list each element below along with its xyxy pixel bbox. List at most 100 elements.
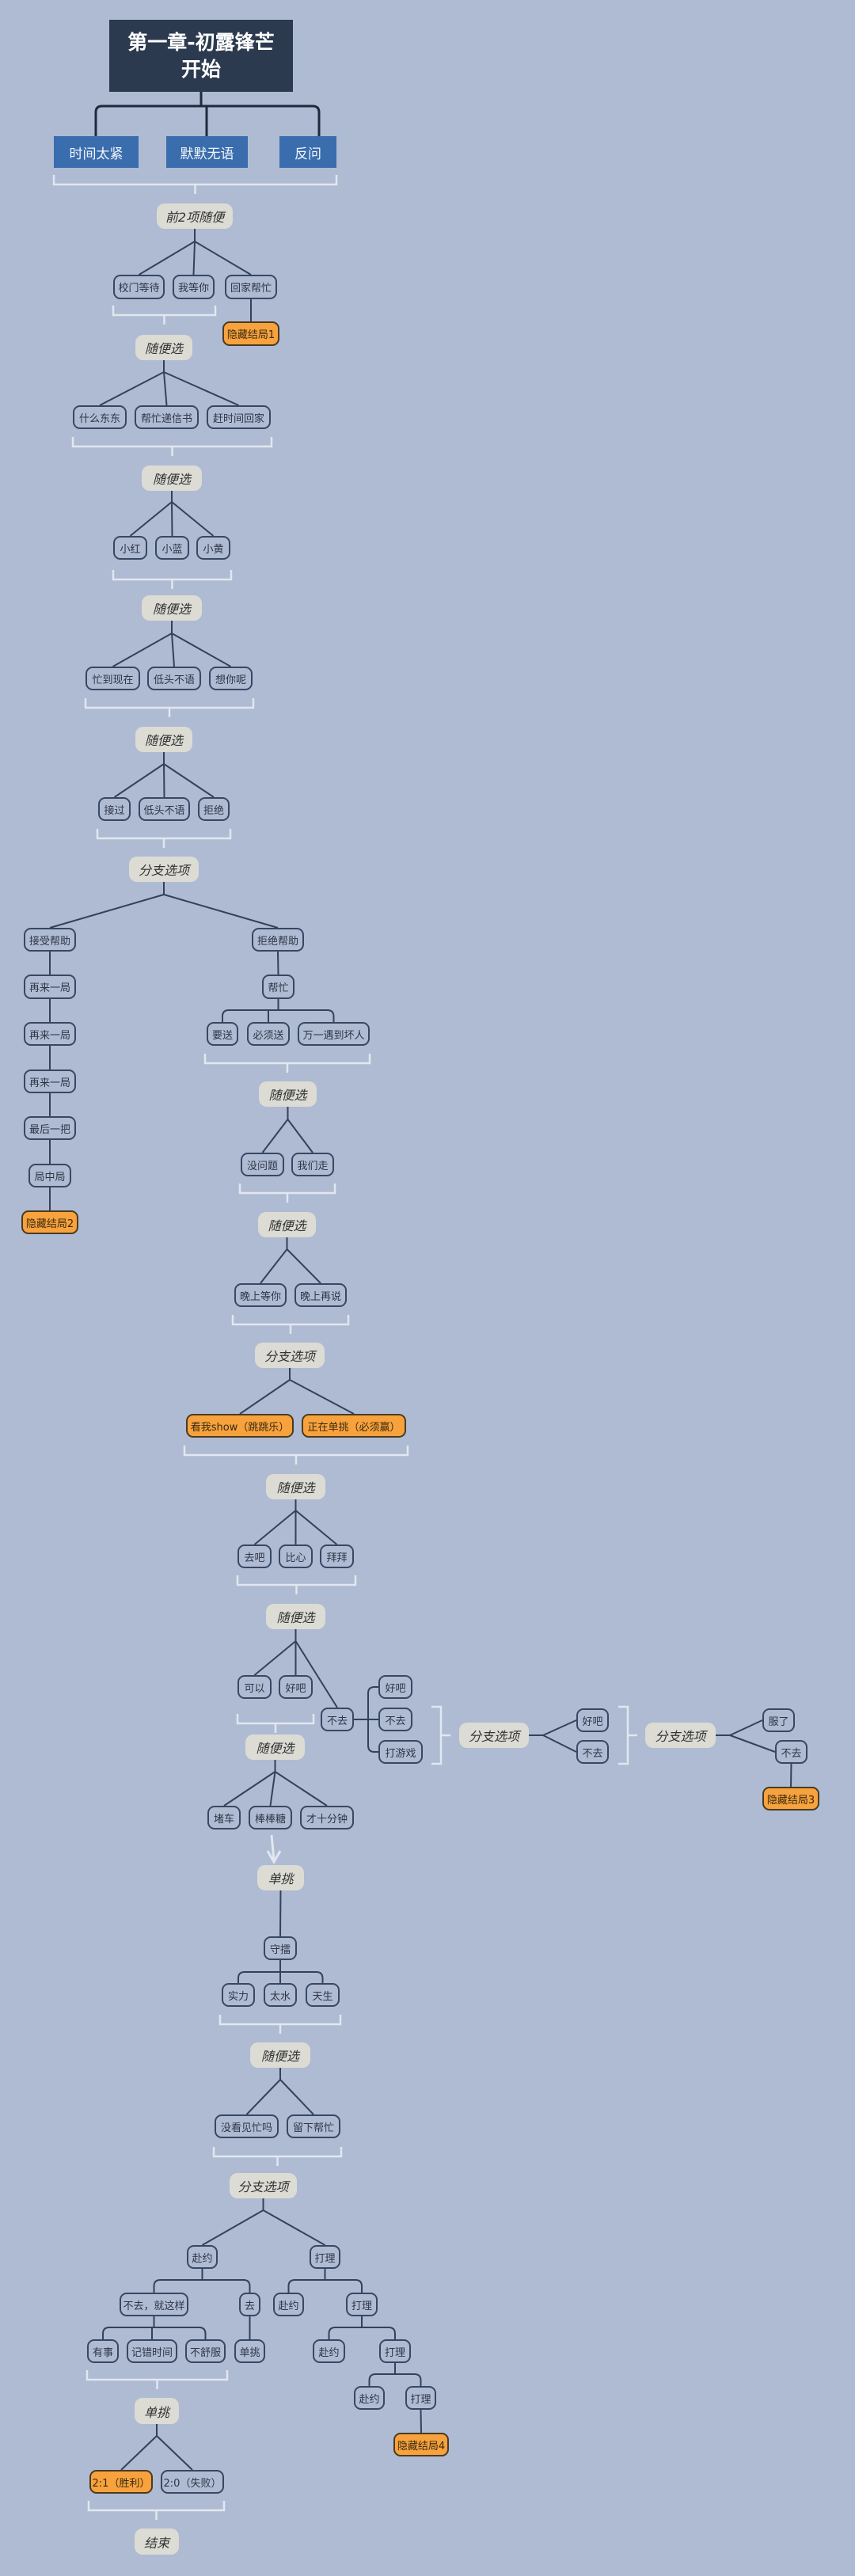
choice-node[interactable]: 要送 (207, 1022, 238, 1046)
choice-node[interactable]: 好吧 (378, 1675, 412, 1699)
summary-node[interactable]: 结束 (135, 2529, 179, 2555)
choice-node[interactable]: 回家帮忙 (225, 275, 277, 299)
option-node[interactable]: 反问 (279, 136, 336, 168)
choice-node[interactable]: 天生 (306, 1983, 340, 2007)
choice-node[interactable]: 局中局 (28, 1164, 71, 1187)
hidden-ending-node[interactable]: 隐藏结局3 (762, 1787, 819, 1810)
summary-node[interactable]: 随便选 (259, 1081, 317, 1107)
choice-node[interactable]: 赴约 (313, 2339, 345, 2363)
hidden-ending-node[interactable]: 隐藏结局2 (21, 1210, 78, 1234)
choice-node[interactable]: 接受帮助 (24, 928, 76, 952)
choice-node[interactable]: 单挑 (234, 2339, 265, 2363)
choice-node[interactable]: 赴约 (273, 2293, 304, 2316)
choice-node[interactable]: 万一遇到坏人 (298, 1022, 370, 1046)
choice-node[interactable]: 不去 (576, 1740, 609, 1764)
choice-node[interactable]: 不去 (775, 1740, 808, 1764)
hidden-ending-node[interactable]: 2:1（胜利） (89, 2470, 153, 2494)
choice-node[interactable]: 打理 (405, 2386, 436, 2410)
choice-node[interactable]: 最后一把 (24, 1116, 76, 1140)
choice-node[interactable]: 晚上再说 (294, 1283, 347, 1307)
choice-node[interactable]: 再来一局 (24, 1022, 76, 1046)
choice-node[interactable]: 服了 (762, 1708, 795, 1732)
summary-node[interactable]: 分支选项 (459, 1723, 529, 1748)
summary-node[interactable]: 随便选 (135, 727, 192, 752)
summary-node[interactable]: 随便选 (258, 1212, 316, 1237)
choice-node[interactable]: 晚上等你 (234, 1283, 287, 1307)
choice-node[interactable]: 赴约 (354, 2386, 385, 2410)
choice-node[interactable]: 打理 (310, 2245, 340, 2269)
choice-node[interactable]: 不去 (378, 1708, 412, 1731)
choice-node[interactable]: 守擂 (264, 1936, 297, 1960)
summary-node[interactable]: 单挑 (257, 1865, 304, 1890)
choice-node[interactable]: 低头不语 (139, 797, 190, 821)
choice-node[interactable]: 好吧 (279, 1675, 313, 1699)
choice-node[interactable]: 可以 (238, 1675, 272, 1699)
choice-node[interactable]: 小红 (113, 536, 147, 560)
choice-node[interactable]: 打理 (346, 2293, 378, 2316)
summary-node[interactable]: 分支选项 (129, 857, 199, 882)
choice-node[interactable]: 不舒服 (185, 2339, 226, 2363)
choice-node[interactable]: 帮忙 (262, 975, 294, 999)
choice-node[interactable]: 有事 (87, 2339, 119, 2363)
choice-node[interactable]: 什么东东 (73, 405, 127, 429)
choice-node[interactable]: 拒绝 (198, 797, 230, 821)
choice-node[interactable]: 实力 (222, 1983, 255, 2007)
choice-node[interactable]: 赴约 (187, 2245, 218, 2269)
choice-node[interactable]: 堵车 (207, 1806, 241, 1829)
chapter-title-node[interactable]: 第一章-初露锋芒 开始 (109, 20, 293, 92)
summary-node[interactable]: 随便选 (245, 1734, 305, 1760)
option-node[interactable]: 默默无语 (166, 136, 248, 168)
summary-node[interactable]: 随便选 (142, 595, 202, 621)
choice-node[interactable]: 想你呢 (209, 667, 253, 690)
choice-node[interactable]: 太水 (264, 1983, 297, 2007)
choice-node[interactable]: 小黄 (196, 536, 230, 560)
choice-node[interactable]: 拜拜 (320, 1544, 354, 1568)
choice-node[interactable]: 小蓝 (155, 536, 189, 560)
hidden-ending-node[interactable]: 正在单挑（必须赢） (302, 1414, 406, 1438)
choice-node[interactable]: 赶时间回家 (207, 405, 271, 429)
summary-node[interactable]: 分支选项 (255, 1343, 325, 1368)
choice-node[interactable]: 不去 (321, 1708, 354, 1731)
hidden-ending-node[interactable]: 看我show（跳跳乐） (186, 1414, 294, 1438)
choice-node[interactable]: 打游戏 (378, 1740, 423, 1764)
choice-node[interactable]: 才十分钟 (300, 1806, 354, 1829)
choice-node[interactable]: 我等你 (173, 275, 215, 299)
choice-node[interactable]: 帮忙递信书 (135, 405, 199, 429)
choice-node[interactable]: 好吧 (576, 1708, 609, 1732)
summary-node[interactable]: 随便选 (142, 465, 202, 491)
connector (49, 882, 279, 929)
summary-node[interactable]: 随便选 (250, 2042, 310, 2068)
choice-node[interactable]: 2:0（失败） (161, 2470, 224, 2494)
choice-node[interactable]: 拒绝帮助 (252, 928, 304, 952)
summary-node[interactable]: 随便选 (135, 335, 192, 360)
choice-node[interactable]: 没问题 (241, 1153, 284, 1176)
choice-node[interactable]: 棒棒糖 (249, 1806, 292, 1829)
choice-node[interactable]: 接过 (98, 797, 131, 821)
connector (277, 951, 279, 975)
hidden-ending-node[interactable]: 隐藏结局1 (222, 321, 279, 346)
summary-node[interactable]: 随便选 (266, 1604, 325, 1629)
summary-node[interactable]: 分支选项 (645, 1723, 716, 1748)
summary-bracket (238, 1184, 336, 1203)
choice-node[interactable]: 忙到现在 (86, 667, 140, 690)
choice-node[interactable]: 低头不语 (147, 667, 201, 690)
choice-node[interactable]: 再来一局 (24, 975, 76, 999)
choice-node[interactable]: 校门等待 (113, 275, 165, 299)
option-node[interactable]: 时间太紧 (54, 136, 139, 168)
choice-node[interactable]: 比心 (279, 1544, 313, 1568)
choice-node[interactable]: 不去，就这样 (120, 2293, 188, 2316)
choice-node[interactable]: 留下帮忙 (287, 2114, 340, 2138)
choice-node[interactable]: 去吧 (238, 1544, 272, 1568)
choice-node[interactable]: 我们走 (291, 1153, 334, 1176)
hidden-ending-node[interactable]: 隐藏结局4 (393, 2433, 449, 2456)
choice-node[interactable]: 打理 (379, 2339, 411, 2363)
choice-node[interactable]: 必须送 (247, 1022, 290, 1046)
summary-node[interactable]: 单挑 (135, 2398, 179, 2424)
summary-node[interactable]: 分支选项 (230, 2173, 297, 2198)
choice-node[interactable]: 没看见忙吗 (215, 2114, 279, 2138)
choice-node[interactable]: 再来一局 (24, 1070, 76, 1093)
choice-node[interactable]: 去 (239, 2293, 260, 2316)
summary-node[interactable]: 前2项随便 (157, 203, 233, 229)
summary-node[interactable]: 随便选 (266, 1474, 325, 1499)
choice-node[interactable]: 记错时间 (127, 2339, 177, 2363)
